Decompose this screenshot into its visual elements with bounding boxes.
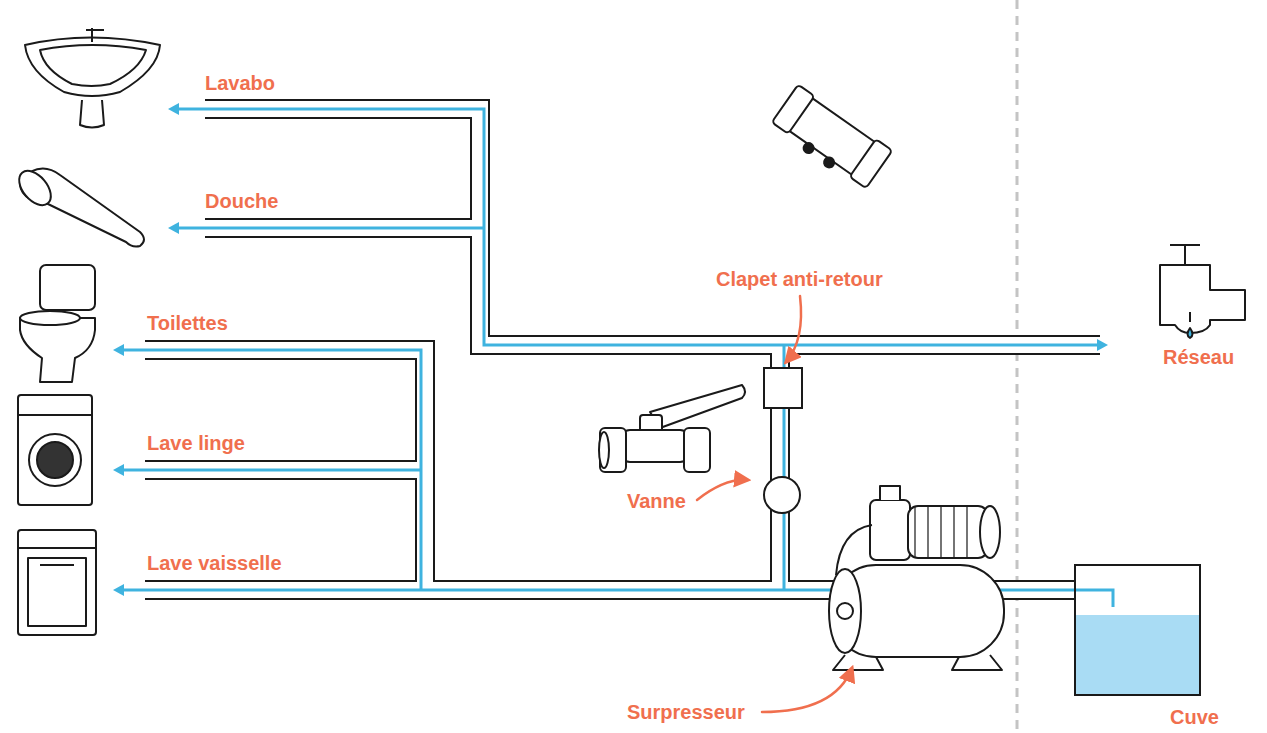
check-valve-symbol	[764, 368, 802, 408]
separator-line	[1016, 0, 1019, 733]
check-valve-icon	[769, 85, 892, 193]
part-label: Lave linge	[147, 432, 245, 454]
appliance-icons	[13, 28, 1245, 635]
pipes	[121, 109, 1113, 607]
tap-icon	[1170, 245, 1200, 265]
ball-valve-icon	[599, 385, 745, 472]
part-label: Lavabo	[205, 72, 275, 94]
tank	[1075, 565, 1200, 695]
part-label: Clapet anti-retour	[716, 268, 883, 290]
part-label: Douche	[205, 190, 278, 212]
dishwasher-icon	[18, 530, 96, 635]
sink-icon	[25, 38, 160, 97]
part-label: Lave vaisselle	[147, 552, 282, 574]
part-label: Toilettes	[147, 312, 228, 334]
washing-machine-icon	[18, 395, 92, 505]
booster-pump-icon	[829, 486, 1004, 670]
part-label: Surpresseur	[627, 701, 745, 723]
part-label: Réseau	[1163, 346, 1234, 368]
valve-symbol	[764, 477, 800, 513]
leader-arrows	[697, 296, 852, 712]
toilet-icon	[40, 265, 95, 310]
flow-arrowheads	[113, 103, 1108, 596]
part-label: Vanne	[627, 490, 686, 512]
tank-water	[1075, 615, 1200, 695]
part-label: Cuve	[1170, 706, 1219, 728]
